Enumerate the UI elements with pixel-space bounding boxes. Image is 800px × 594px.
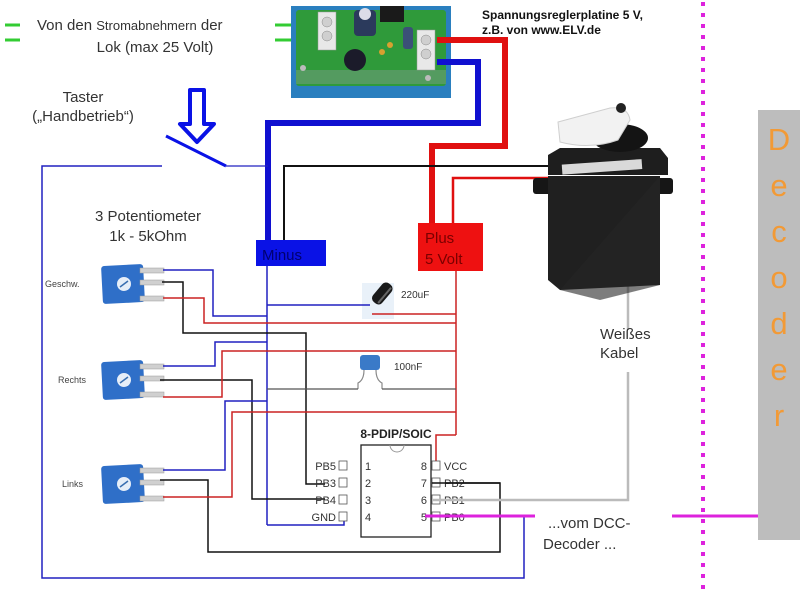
chip-pin-name: VCC: [444, 461, 467, 473]
electrolytic-capacitor-board: [354, 10, 376, 36]
servo-wire-black: [283, 165, 550, 242]
pot2-wire-wiper: [160, 379, 325, 500]
svg-text:Minus: Minus: [262, 247, 302, 264]
pot3-wire-ground: [163, 400, 267, 471]
potentiometer-pin: [139, 279, 165, 286]
decoder-letter: e: [770, 168, 787, 203]
regulator-label: Spannungsreglerplatine 5 V,: [482, 8, 643, 22]
servo-wire-red: [451, 176, 548, 232]
chip-pin-name: PB4: [315, 495, 336, 507]
servo-motor: [533, 103, 673, 300]
decoder-label: Decoder: [768, 122, 790, 433]
chip-pin-number: 7: [421, 478, 427, 490]
potentiometer: Links: [62, 464, 165, 504]
input-source-label: Von den Stromabnehmern der: [37, 17, 223, 34]
potentiometer-pin: [139, 295, 165, 302]
chip-pin-left: PB3 2: [315, 477, 371, 490]
potentiometer-pin: [139, 267, 165, 274]
voltage-regulator-board: [291, 6, 451, 98]
potentiometer-label: Links: [62, 479, 84, 489]
regulator-label-line2: z.B. von www.ELV.de: [482, 23, 601, 37]
pot1-wire-ground: [163, 269, 267, 317]
chip-pin-name: PB5: [315, 461, 336, 473]
decoder-letter: r: [774, 398, 784, 433]
chip-pin-name: PB0: [444, 512, 465, 524]
button-label-line2: („Handbetrieb“): [32, 108, 134, 125]
thick-wire-plus: [429, 37, 508, 232]
svg-text:5 Volt: 5 Volt: [425, 251, 463, 268]
potentiometer-pin: [139, 375, 165, 382]
potentiometer-pin: [139, 495, 165, 502]
input-source-label-line2: Lok (max 25 Volt): [97, 39, 214, 56]
svg-text:Plus: Plus: [425, 230, 454, 247]
button-label: Taster: [63, 89, 104, 106]
servo-label-sticker: [561, 159, 643, 175]
chip-pin-name: PB2: [444, 478, 465, 490]
potentiometer-pin: [139, 479, 165, 486]
chip-pin-left: PB5 1: [315, 460, 371, 473]
capacitor-100nf: 100nF: [267, 355, 456, 390]
potentiometer: Rechts: [58, 360, 165, 400]
decoder-letter: o: [770, 260, 787, 295]
button-wire: [41, 165, 525, 579]
chip-body: [360, 444, 432, 538]
pot1-wire-wiper: [162, 281, 325, 485]
pot1-wire-vcc: [163, 297, 456, 324]
potentiometers-label-line2: 1k - 5kOhm: [109, 228, 187, 245]
decoder-panel: Decoder: [758, 110, 800, 540]
white-cable-label-line2: Kabel: [600, 345, 638, 362]
chip-pin-right: 8 VCC: [421, 460, 467, 473]
pot3-wire-vcc: [163, 411, 456, 498]
potentiometer-label: Geschw.: [45, 279, 80, 289]
switch-contact: [165, 134, 227, 168]
svg-text:100nF: 100nF: [394, 362, 422, 373]
decoder-letter: c: [771, 214, 787, 249]
chip-pin-number: 8: [421, 461, 427, 473]
chip-pin-number: 5: [421, 512, 427, 524]
decoder-letter: D: [768, 122, 790, 157]
dcc-source-label: ...vom DCC-: [548, 515, 631, 532]
pot2-wire-vcc: [163, 350, 456, 398]
chip-pin-number: 3: [365, 495, 371, 507]
svg-text:220uF: 220uF: [401, 290, 429, 301]
decoder-letter: e: [770, 352, 787, 387]
chip-pin-number: 4: [365, 512, 371, 524]
potentiometer-pin: [139, 467, 165, 474]
potentiometer-label: Rechts: [58, 375, 87, 385]
chip-pin-left: GND 4: [312, 511, 371, 524]
decoder-letter: d: [770, 306, 787, 341]
plus-rail-box: Plus 5 Volt: [418, 223, 483, 271]
regulator-transistor: [344, 49, 366, 71]
potentiometer: Geschw.: [45, 264, 165, 304]
capacitor-220uf: 220uF: [267, 282, 456, 319]
chip-label: 8-PDIP/SOIC: [360, 427, 432, 441]
minus-rail-box: Minus: [256, 240, 326, 266]
white-cable-label: Weißes: [600, 326, 651, 343]
chip-pin-left: PB4 3: [315, 494, 371, 507]
chip-pin-number: 2: [365, 478, 371, 490]
chip-pin-name: GND: [312, 512, 337, 524]
chip-pin-number: 6: [421, 495, 427, 507]
pot2-wire-ground: [163, 341, 267, 367]
potentiometer-pin: [139, 391, 165, 398]
chip-pin-name: PB3: [315, 478, 336, 490]
chip-vcc-wire: [435, 434, 456, 466]
potentiometers-label: 3 Potentiometer: [95, 208, 201, 225]
thick-wire-minus: [265, 59, 481, 242]
push-button: [41, 88, 525, 579]
chip-pin-number: 1: [365, 461, 371, 473]
dcc-source-label-line2: Decoder ...: [543, 536, 616, 553]
potentiometer-pin: [139, 363, 165, 370]
white-cable-lower: [432, 372, 630, 502]
press-arrow-icon: [178, 88, 216, 144]
